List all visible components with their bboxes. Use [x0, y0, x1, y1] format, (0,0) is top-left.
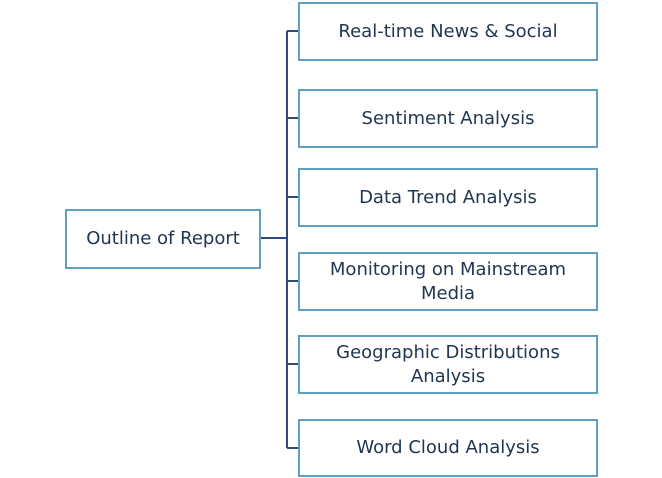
- root-node-label: Outline of Report: [86, 228, 240, 249]
- child-node-label: Geographic Distributions Analysis: [336, 341, 560, 387]
- child-node-label: Word Cloud Analysis: [356, 437, 540, 458]
- root-node: Outline of Report: [65, 209, 261, 269]
- child-node-label: Sentiment Analysis: [361, 107, 535, 129]
- child-node-geographic-distributions: Geographic Distributions Analysis: [298, 335, 598, 394]
- child-node-label: Data Trend Analysis: [359, 186, 537, 208]
- child-node-label: Real-time News & Social: [338, 20, 558, 42]
- child-node-word-cloud: Word Cloud Analysis: [298, 419, 598, 477]
- child-node-label: Monitoring on Mainstream Media: [329, 258, 567, 304]
- child-node-realtime-news: Real-time News & Social: [298, 2, 598, 61]
- child-node-sentiment-analysis: Sentiment Analysis: [298, 89, 598, 148]
- child-node-mainstream-media: Monitoring on Mainstream Media: [298, 252, 598, 311]
- child-node-data-trend-analysis: Data Trend Analysis: [298, 168, 598, 227]
